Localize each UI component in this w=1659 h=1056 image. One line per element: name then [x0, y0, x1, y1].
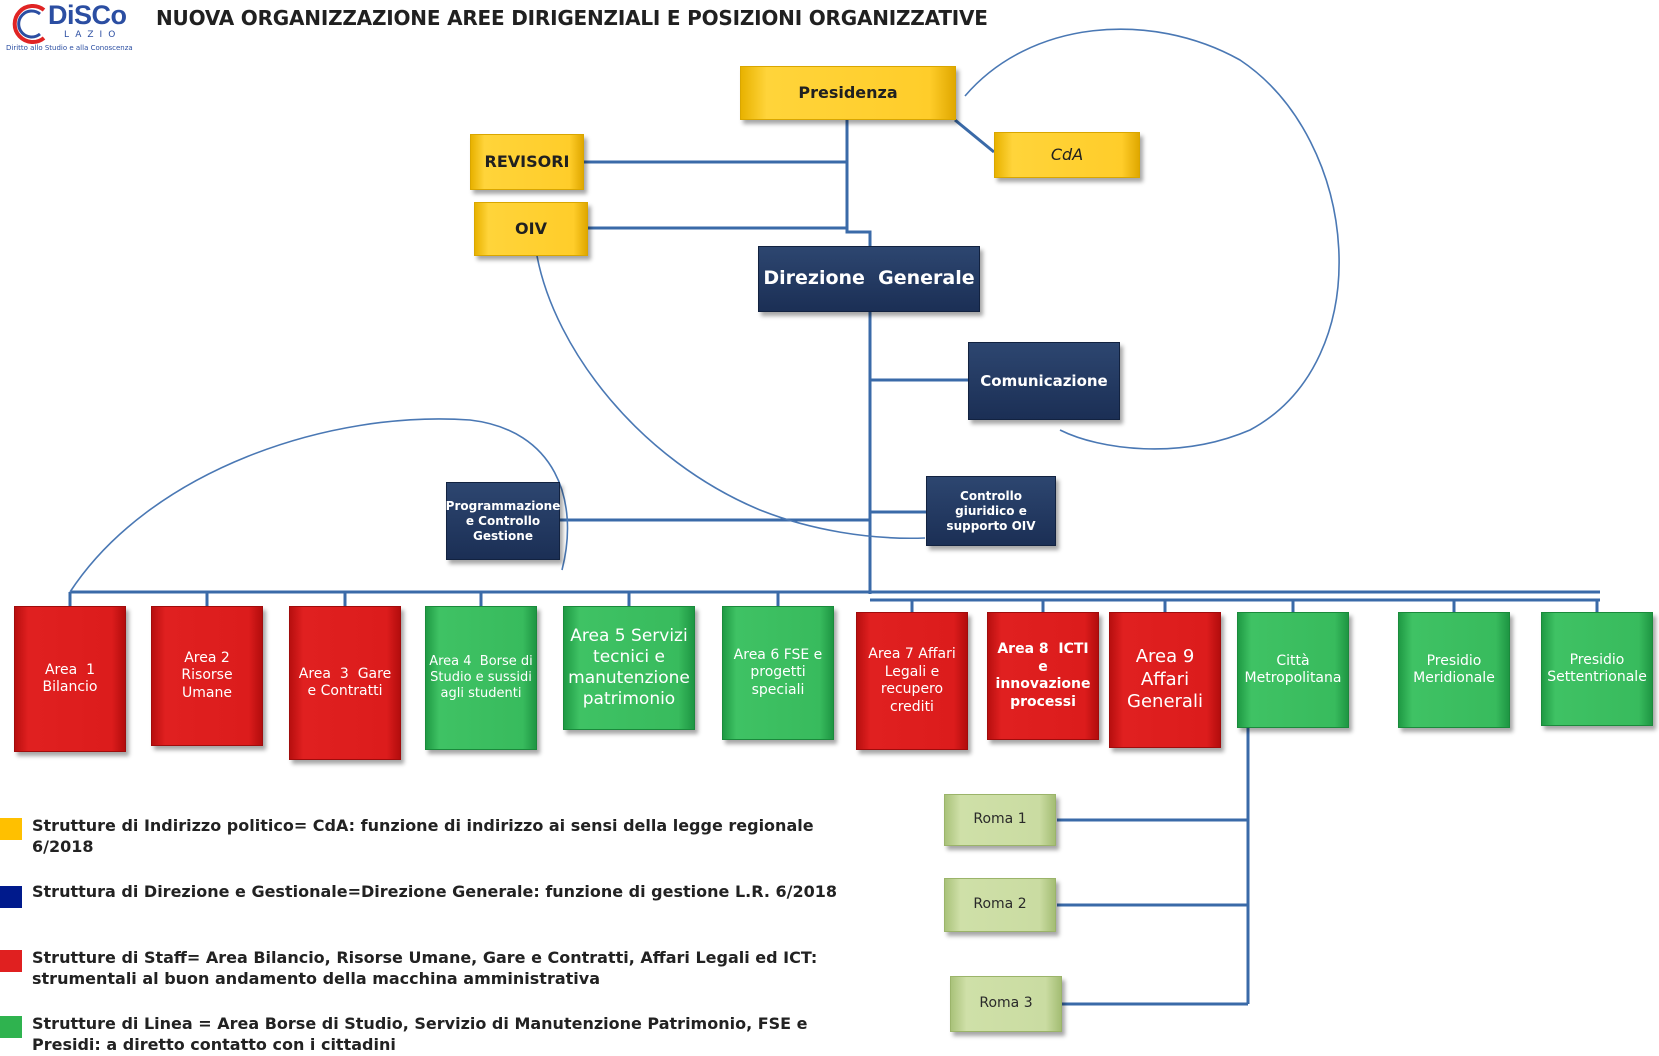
node-area7: Area 7 Affari Legali e recupero crediti — [856, 612, 968, 750]
node-area8: Area 8 ICTI e innovazione processi — [987, 612, 1099, 740]
loop-cda-comunicazione — [964, 28, 1340, 450]
node-citta-metropolitana: Città Metropolitana — [1237, 612, 1349, 728]
legend-text-direzione: Struttura di Direzione e Gestionale=Dire… — [32, 882, 837, 901]
connector-presidenza-dg — [845, 120, 872, 246]
node-area1: Area 1 Bilancio — [14, 606, 126, 752]
legend-swatch-direzione — [0, 886, 22, 908]
node-presidio-meridionale: Presidio Meridionale — [1398, 612, 1510, 728]
curve-area1-programmazione — [69, 418, 569, 593]
node-revisori: REVISORI — [470, 134, 584, 190]
curve-oiv-controllo — [536, 255, 926, 540]
node-direzione-generale: Direzione Generale — [758, 246, 980, 312]
logo-subtitle: LAZIO — [64, 30, 122, 40]
node-area9: Area 9 Affari Generali — [1109, 612, 1221, 748]
node-cda: CdA — [994, 132, 1140, 178]
logo-tagline: Diritto allo Studio e alla Conoscenza — [6, 44, 133, 52]
legend-text-linea: Strutture di Linea = Area Borse di Studi… — [32, 1014, 808, 1054]
node-area2: Area 2 Risorse Umane — [151, 606, 263, 746]
logo-text: DiSCo — [48, 0, 127, 30]
node-roma3: Roma 3 — [950, 976, 1062, 1032]
node-area4: Area 4 Borse di Studio e sussidi agli st… — [425, 606, 537, 750]
node-presidenza: Presidenza — [740, 66, 956, 120]
node-oiv: OIV — [474, 202, 588, 256]
node-comunicazione: Comunicazione — [968, 342, 1120, 420]
node-roma1: Roma 1 — [944, 794, 1056, 846]
disco-lazio-logo: DiSCo LAZIO Diritto allo Studio e alla C… — [4, 0, 139, 58]
node-controllo-giuridico: Controllo giuridico e supporto OIV — [926, 476, 1056, 546]
page-title: NUOVA ORGANIZZAZIONE AREE DIRIGENZIALI E… — [156, 6, 988, 30]
legend-text-staff: Strutture di Staff= Area Bilancio, Risor… — [32, 948, 818, 988]
legend-swatch-staff — [0, 950, 22, 972]
connector-cda — [954, 118, 995, 154]
legend-text-politico: Strutture di Indirizzo politico= CdA: fu… — [32, 816, 814, 856]
node-area5: Area 5 Servizi tecnici e manutenzione pa… — [563, 606, 695, 730]
node-programmazione: Programmazione e Controllo Gestione — [446, 482, 560, 560]
node-area3: Area 3 Gare e Contratti — [289, 606, 401, 760]
legend-swatch-linea — [0, 1016, 22, 1038]
legend-swatch-politico — [0, 818, 22, 840]
node-roma2: Roma 2 — [944, 878, 1056, 932]
node-area6: Area 6 FSE e progetti speciali — [722, 606, 834, 740]
logo-arc-icon — [12, 4, 46, 44]
node-presidio-settentrionale: Presidio Settentrionale — [1541, 612, 1653, 726]
